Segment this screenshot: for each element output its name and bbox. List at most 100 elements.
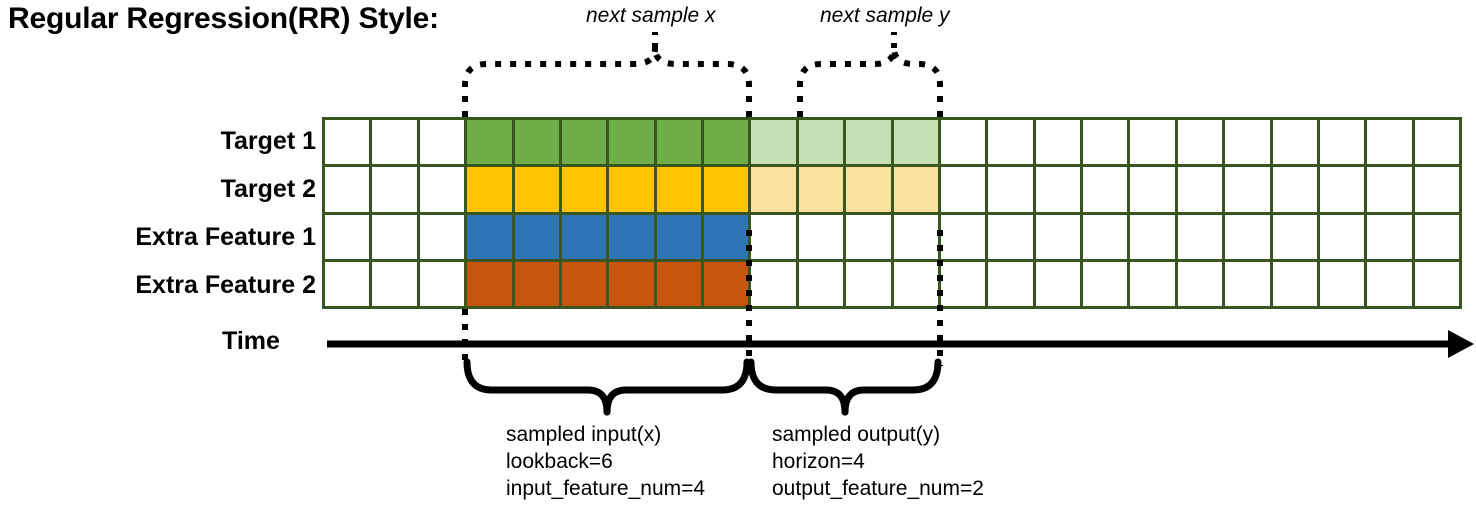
grid-cell-r2-c24 [1414, 167, 1459, 212]
annotation-output-line-1: sampled output(y) [772, 423, 941, 446]
grid-cell-r1-c2 [372, 120, 417, 165]
annotation-output-line-3: output_feature_num=2 [772, 477, 984, 500]
grid-cell-r1-c12 [846, 120, 891, 165]
grid-cell-r2-c11 [798, 167, 844, 212]
grid-cell-r4-c10 [751, 261, 796, 306]
grid-cell-r1-c17 [1083, 120, 1128, 165]
grid-cell-r3-c12 [846, 214, 891, 259]
row-label-extra-feature-2: Extra Feature 2 [135, 271, 316, 299]
grid-cell-r2-c7 [609, 167, 654, 212]
grid-cell-r4-c11 [798, 261, 844, 306]
grid-cell-r2-c18 [1130, 167, 1175, 212]
time-axis-arrow [327, 330, 1474, 358]
grid-cell-r2-c5 [514, 167, 559, 212]
grid-cell-r4-c12 [846, 261, 891, 306]
row-label-target-1: Target 1 [220, 127, 316, 155]
grid-cell-r1-c6 [561, 120, 607, 165]
grid-cell-r2-c4 [467, 167, 512, 212]
row-label-extra-feature-1: Extra Feature 1 [135, 223, 316, 251]
annotation-input-line-1: sampled input(x) [506, 423, 662, 446]
grid-cell-r3-c7 [609, 214, 654, 259]
grid-cell-r3-c9 [704, 214, 749, 259]
grid-cell-r4-c9 [704, 261, 749, 306]
grid-cell-r1-c20 [1225, 120, 1270, 165]
grid-cell-r3-c5 [514, 214, 559, 259]
grid-cell-r2-c17 [1083, 167, 1128, 212]
grid-cell-r2-c12 [846, 167, 891, 212]
grid-cell-r4-c15 [988, 261, 1033, 306]
grid-cell-r4-c22 [1319, 261, 1365, 306]
annotation-input-line-2: lookback=6 [506, 450, 613, 473]
grid-cell-r4-c21 [1272, 261, 1317, 306]
grid-cell-r1-c7 [609, 120, 654, 165]
grid-cell-r3-c16 [1035, 214, 1080, 259]
grid-cell-r3-c17 [1083, 214, 1128, 259]
grid-cell-r4-c16 [1035, 261, 1080, 306]
grid-cell-r2-c2 [372, 167, 417, 212]
grid-cell-r2-c21 [1272, 167, 1317, 212]
grid-cell-r1-c19 [1177, 120, 1223, 165]
grid-cell-r4-c19 [1177, 261, 1223, 306]
page-title: Regular Regression(RR) Style: [8, 2, 439, 35]
annotation-next-sample-y: next sample y [820, 4, 950, 27]
grid-cell-r4-c24 [1414, 261, 1459, 306]
brace-sampled-input [463, 358, 751, 416]
grid-cell-r4-c1 [325, 261, 370, 306]
grid-cell-r2-c19 [1177, 167, 1223, 212]
grid-cell-r4-c17 [1083, 261, 1128, 306]
grid-cell-r3-c14 [940, 214, 986, 259]
grid-cell-r3-c23 [1367, 214, 1412, 259]
grid-cell-r1-c11 [798, 120, 844, 165]
grid-cell-r1-c5 [514, 120, 559, 165]
grid-cell-r1-c13 [893, 120, 938, 165]
grid-cell-r4-c7 [609, 261, 654, 306]
grid-cell-r4-c2 [372, 261, 417, 306]
grid-cell-r2-c20 [1225, 167, 1270, 212]
grid-cell-r4-c8 [656, 261, 701, 306]
grid-cell-r1-c9 [704, 120, 749, 165]
grid-cell-r1-c24 [1414, 120, 1459, 165]
grid-cell-r3-c2 [372, 214, 417, 259]
grid-cell-r3-c1 [325, 214, 370, 259]
grid-cell-r2-c23 [1367, 167, 1412, 212]
grid-cell-r3-c6 [561, 214, 607, 259]
grid-cell-r2-c15 [988, 167, 1033, 212]
grid-cell-r1-c3 [419, 120, 465, 165]
grid-cell-r1-c4 [467, 120, 512, 165]
grid-cell-r3-c11 [798, 214, 844, 259]
grid-cell-r4-c23 [1367, 261, 1412, 306]
brace-sampled-output [747, 358, 942, 416]
grid-cell-r1-c22 [1319, 120, 1365, 165]
grid-cell-r2-c3 [419, 167, 465, 212]
grid-cell-r2-c14 [940, 167, 986, 212]
grid-cell-r3-c18 [1130, 214, 1175, 259]
grid-cell-r3-c15 [988, 214, 1033, 259]
grid-cell-r3-c3 [419, 214, 465, 259]
grid-cell-r4-c6 [561, 261, 607, 306]
grid-cell-r1-c15 [988, 120, 1033, 165]
annotation-sampled-output: sampled output(y) horizon=4 output_featu… [772, 421, 984, 502]
grid-cell-r4-c14 [940, 261, 986, 306]
grid-cell-r2-c9 [704, 167, 749, 212]
grid-cell-r2-c1 [325, 167, 370, 212]
grid-cell-r2-c6 [561, 167, 607, 212]
grid-cell-r4-c13 [893, 261, 938, 306]
grid-cell-r2-c10 [751, 167, 796, 212]
grid-cell-r1-c21 [1272, 120, 1317, 165]
annotation-sampled-input: sampled input(x) lookback=6 input_featur… [506, 421, 705, 502]
grid-cell-r3-c24 [1414, 214, 1459, 259]
grid-cell-r2-c22 [1319, 167, 1365, 212]
grid-cell-r1-c1 [325, 120, 370, 165]
grid-cell-r1-c8 [656, 120, 701, 165]
timeline-grid [322, 117, 1462, 309]
grid-cell-r3-c22 [1319, 214, 1365, 259]
time-axis-label: Time [222, 327, 280, 355]
grid-cell-r4-c3 [419, 261, 465, 306]
grid-cell-r2-c13 [893, 167, 938, 212]
grid-cell-r3-c13 [893, 214, 938, 259]
grid-cell-r2-c16 [1035, 167, 1080, 212]
grid-cell-r3-c21 [1272, 214, 1317, 259]
grid-cell-r3-c10 [751, 214, 796, 259]
dotted-brace-next-sample-x [462, 47, 752, 117]
grid-cell-r4-c20 [1225, 261, 1270, 306]
